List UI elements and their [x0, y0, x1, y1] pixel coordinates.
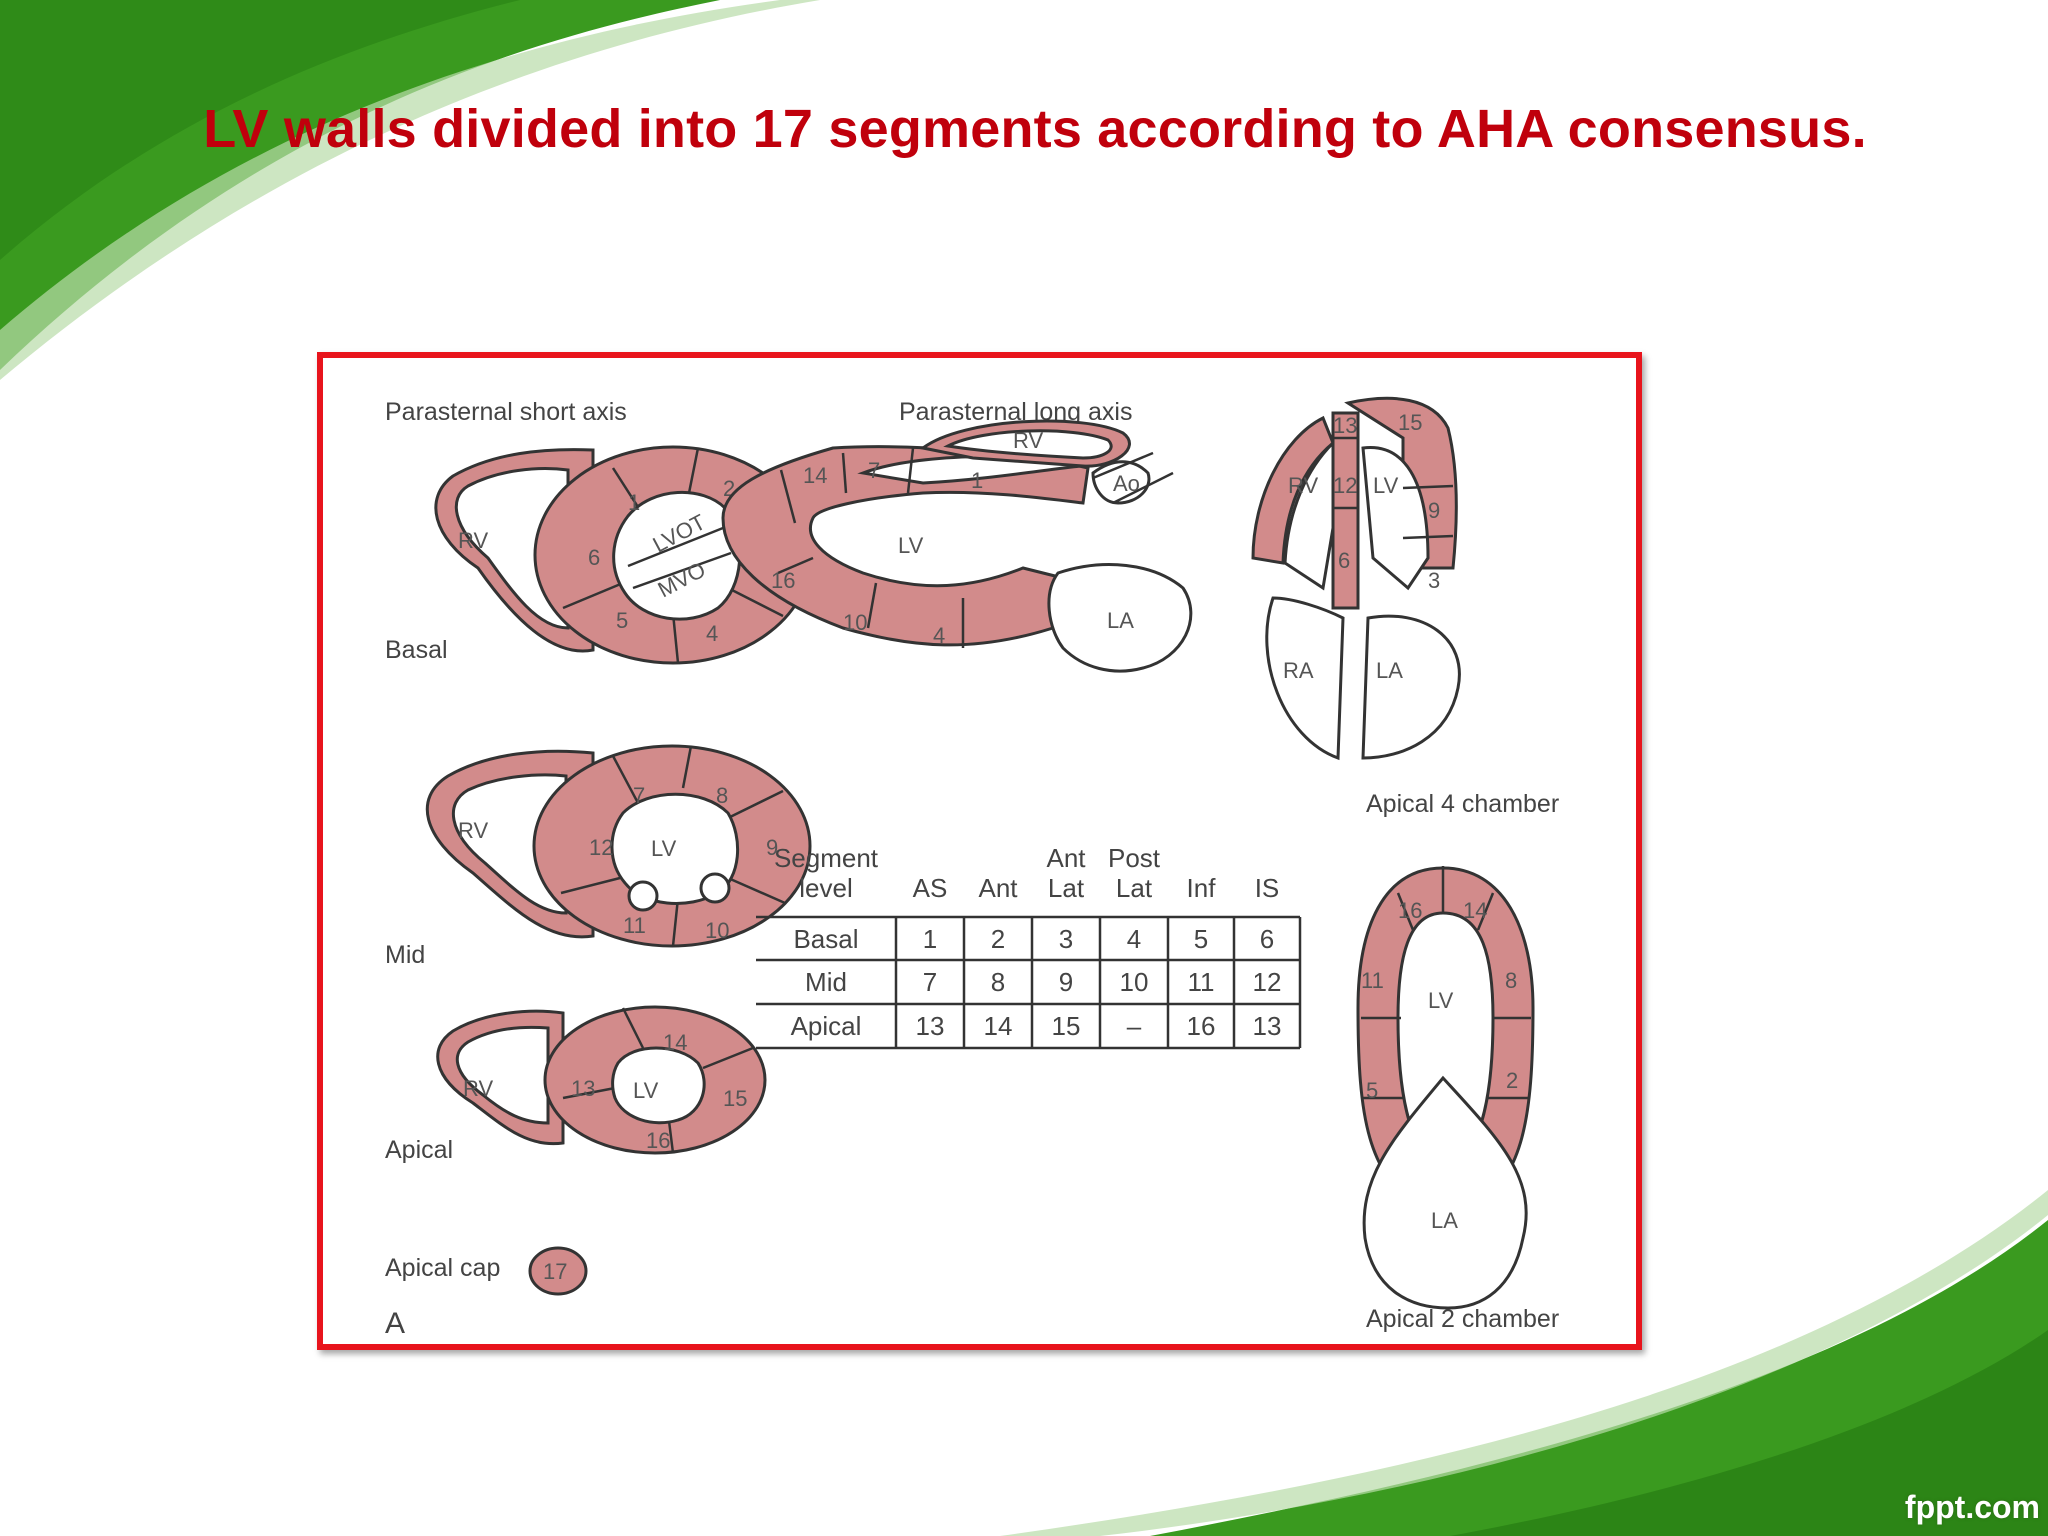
table-header-is: IS — [1254, 873, 1280, 903]
a2c-seg-16: 16 — [1398, 898, 1422, 923]
table-cell: 5 — [1193, 924, 1209, 954]
table-cell: 8 — [990, 967, 1006, 997]
plax-seg-14: 14 — [803, 463, 827, 488]
a4c-title: Apical 4 chamber — [1366, 790, 1559, 818]
basal-seg-6: 6 — [588, 545, 600, 570]
apical-seg-16: 16 — [646, 1128, 670, 1153]
plax-lv-label: LV — [898, 533, 924, 558]
table-cell: 16 — [1186, 1011, 1216, 1041]
diagram-frame: Parasternal short axis Parasternal long … — [317, 352, 1642, 1350]
level-basal: Basal — [385, 636, 448, 664]
apical-seg-14: 14 — [663, 1030, 687, 1055]
a4c-seg-15: 15 — [1398, 410, 1422, 435]
plax-seg-16: 16 — [771, 568, 795, 593]
a4c-la-label: LA — [1376, 658, 1403, 683]
mid-lv-label: LV — [651, 836, 677, 861]
cap-seg-17: 17 — [543, 1259, 567, 1284]
slide-title: LV walls divided into 17 segments accord… — [203, 99, 1867, 159]
plax-seg-10: 10 — [843, 610, 867, 635]
a2c-lv-label: LV — [1428, 988, 1454, 1013]
table-header-inf: Inf — [1186, 873, 1216, 903]
basal-rv-label: RV — [458, 528, 488, 553]
table-header-as: AS — [912, 873, 948, 903]
table-cell: 13 — [1252, 1011, 1282, 1041]
mid-seg-8: 8 — [716, 783, 728, 808]
a2c-title: Apical 2 chamber — [1366, 1305, 1559, 1333]
level-apical: Apical — [385, 1136, 453, 1164]
apical-4-chamber: 13 15 12 9 6 3 RV LV RA LA — [1251, 396, 1461, 761]
a4c-rv-label: RV — [1288, 473, 1318, 498]
a2c-seg-2: 2 — [1506, 1068, 1518, 1093]
table-cell: 4 — [1126, 924, 1142, 954]
basal-seg-1: 1 — [628, 490, 640, 515]
a4c-seg-3: 3 — [1428, 568, 1440, 593]
watermark: fppt.com — [1904, 1489, 2040, 1525]
a4c-ra-label: RA — [1283, 658, 1314, 683]
apical-rv-label: RV — [463, 1076, 493, 1101]
a4c-seg-13: 13 — [1333, 413, 1357, 438]
table-header-level: Segment level — [773, 843, 879, 903]
mid-short-axis: LV RV 7 8 9 10 11 12 — [425, 744, 812, 948]
table-cell: Basal — [793, 924, 859, 954]
table-grid — [756, 915, 1302, 1050]
table-cell: Apical — [790, 1011, 862, 1041]
basal-seg-5: 5 — [616, 608, 628, 633]
mid-rv-label: RV — [458, 818, 488, 843]
mid-seg-11: 11 — [623, 913, 646, 938]
level-cap: Apical cap — [385, 1254, 500, 1282]
basal-seg-4: 4 — [706, 621, 718, 646]
table-cell: 11 — [1187, 967, 1215, 997]
panel-letter: A — [385, 1307, 405, 1340]
a4c-lv-label: LV — [1373, 473, 1399, 498]
mid-seg-12: 12 — [589, 835, 613, 860]
table-cell: Mid — [805, 967, 847, 997]
table-cell: 14 — [983, 1011, 1013, 1041]
apical-seg-15: 15 — [723, 1086, 747, 1111]
table-cell: 1 — [922, 924, 938, 954]
table-cell: 6 — [1259, 924, 1275, 954]
table-cell: 15 — [1051, 1011, 1081, 1041]
level-mid: Mid — [385, 941, 425, 969]
table-cell: 10 — [1119, 967, 1149, 997]
apical-cap: 17 — [528, 1246, 588, 1296]
table-cell: 13 — [915, 1011, 945, 1041]
table-header-ant-lat: Ant Lat — [1046, 843, 1086, 903]
apical-seg-13: 13 — [571, 1076, 595, 1101]
a4c-seg-12: 12 — [1333, 473, 1357, 498]
plax-la-label: LA — [1107, 608, 1134, 633]
plax-seg-7: 7 — [868, 458, 880, 483]
a4c-seg-9: 9 — [1428, 498, 1440, 523]
plax-ao-label: Ao — [1113, 471, 1140, 496]
apical-short-axis: LV RV 13 14 15 16 — [436, 1005, 767, 1155]
a2c-seg-14: 14 — [1463, 898, 1487, 923]
parasternal-long-axis: 14 7 1 16 10 4 LV RV Ao LA — [721, 419, 1193, 673]
plax-seg-4: 4 — [933, 623, 945, 648]
psax-title: Parasternal short axis — [385, 398, 627, 426]
a2c-seg-5: 5 — [1366, 1078, 1378, 1103]
table-header-ant: Ant — [978, 873, 1018, 903]
a2c-seg-11: 11 — [1361, 968, 1384, 993]
table-cell: 7 — [922, 967, 938, 997]
table-cell: 12 — [1252, 967, 1282, 997]
a4c-seg-6: 6 — [1338, 548, 1350, 573]
plax-rv-label: RV — [1013, 428, 1043, 453]
table-cell: 2 — [990, 924, 1006, 954]
plax-seg-1: 1 — [971, 468, 983, 493]
apical-2-chamber: 16 14 11 8 5 2 LV LA — [1356, 866, 1535, 1310]
apical-lv-label: LV — [633, 1078, 659, 1103]
table-cell: – — [1126, 1011, 1142, 1041]
table-header-post-lat: Post Lat — [1107, 843, 1161, 903]
mid-seg-9: 9 — [766, 835, 778, 860]
mid-seg-7: 7 — [633, 783, 645, 808]
table-cell: 9 — [1058, 967, 1074, 997]
a2c-la-label: LA — [1431, 1208, 1458, 1233]
a2c-seg-8: 8 — [1505, 968, 1517, 993]
lv-segment-diagram: Parasternal short axis Parasternal long … — [385, 396, 1559, 1340]
mid-seg-10: 10 — [705, 918, 729, 943]
table-cell: 3 — [1058, 924, 1074, 954]
